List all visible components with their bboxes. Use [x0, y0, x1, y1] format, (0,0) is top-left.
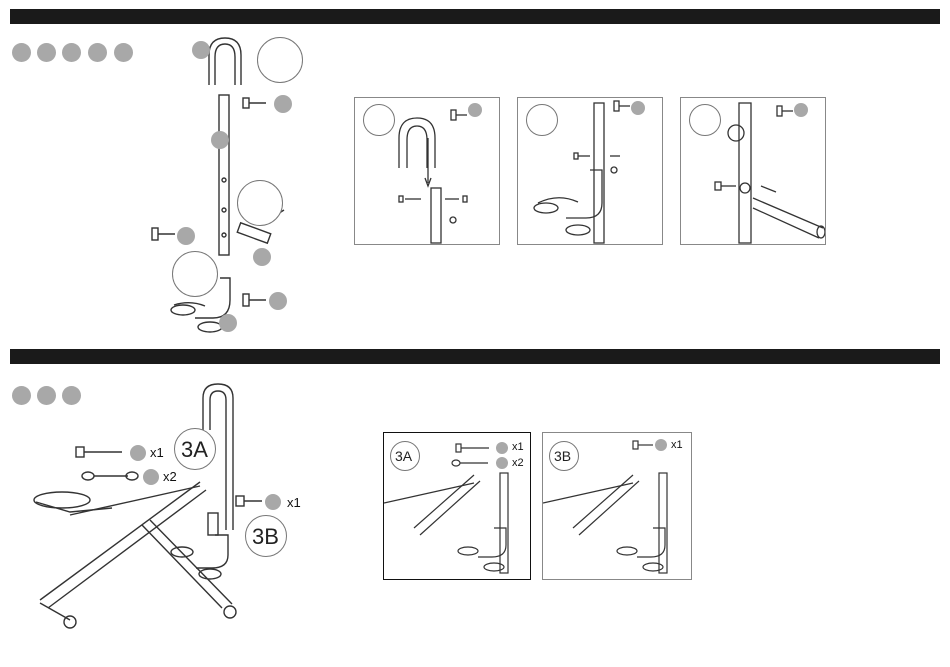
part-marker — [88, 43, 107, 62]
part-marker — [62, 43, 81, 62]
part-marker — [114, 43, 133, 62]
detail-circle — [363, 104, 395, 136]
detail-circle — [172, 251, 218, 297]
step-label-3b: 3B — [252, 524, 279, 550]
panel-qty-bolt-12: x1 — [512, 441, 524, 453]
detail-panel-handle — [354, 97, 500, 245]
step-label-3a: 3A — [181, 437, 208, 463]
part-marker — [37, 386, 56, 405]
detail-panel-crossbar — [680, 97, 826, 245]
detail-circle — [526, 104, 558, 136]
panel-label-3b: 3B — [554, 448, 571, 464]
detail-panel-3b: 3B x1 — [542, 432, 692, 580]
detail-circle — [689, 104, 721, 136]
panel-qty-washer-13: x2 — [512, 457, 524, 469]
section-header-bar-2 — [10, 349, 940, 364]
panel-label-3a: 3A — [395, 448, 412, 464]
part-marker — [62, 386, 81, 405]
part-marker — [12, 43, 31, 62]
detail-panel-3a: 3A x1 x2 — [383, 432, 531, 580]
section-header-bar-1 — [10, 9, 940, 24]
qty-bolt-12: x1 — [150, 445, 164, 460]
detail-circle — [257, 37, 303, 83]
qty-washer-13: x2 — [163, 469, 177, 484]
detail-circle — [237, 180, 283, 226]
qty-bolt-11: x1 — [287, 495, 301, 510]
detail-panel-foot — [517, 97, 663, 245]
panel-qty-bolt-11: x1 — [671, 439, 683, 451]
part-marker — [12, 386, 31, 405]
part-marker — [37, 43, 56, 62]
